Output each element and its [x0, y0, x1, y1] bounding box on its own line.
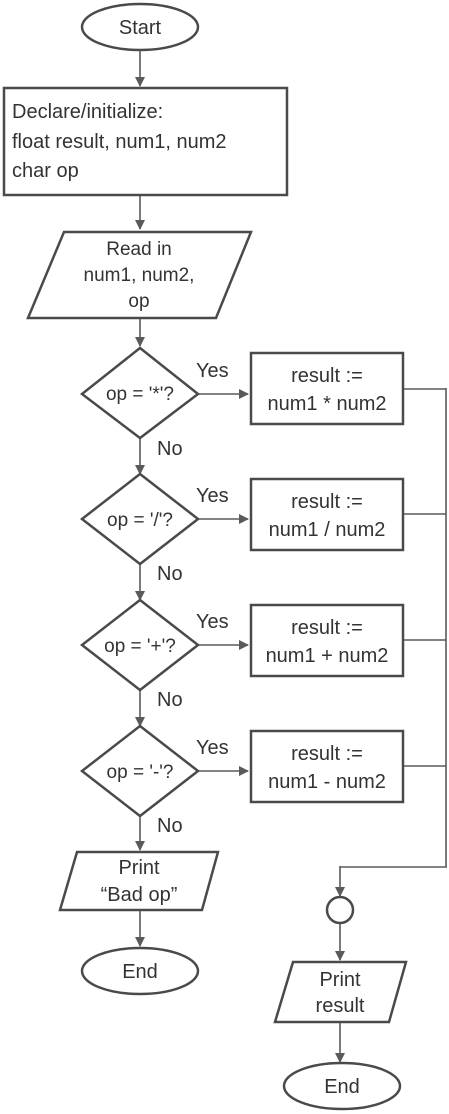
declare-process: Declare/initialize: float result, num1, … — [2, 86, 289, 197]
end-terminal-left: End — [80, 946, 200, 996]
action-1-line-2: num1 * num2 — [268, 393, 387, 415]
action-2: result := num1 / num2 — [249, 477, 405, 552]
start-label: Start — [119, 17, 162, 39]
action-2-line-2: num1 / num2 — [269, 519, 386, 541]
print-result-output: Print result — [273, 960, 408, 1024]
decision-4-yes-label: Yes — [196, 737, 229, 759]
print-bad-op-output: Print “Bad op” — [58, 850, 220, 912]
decision-1: op = '*'? — [79, 346, 201, 440]
decision-4-no-label: No — [157, 815, 183, 837]
action-4-line-1: result := — [291, 743, 363, 765]
print-bad-line-1: Print — [118, 857, 160, 879]
connectors — [135, 50, 447, 1063]
decision-3-yes-label: Yes — [196, 611, 229, 633]
action-2-line-1: result := — [291, 491, 363, 513]
read-line-1: Read in — [106, 239, 172, 260]
end-left-label: End — [122, 961, 158, 983]
print-bad-line-2: “Bad op” — [101, 884, 178, 906]
decision-2-yes-label: Yes — [196, 485, 229, 507]
decision-2-no-label: No — [157, 563, 183, 585]
action-1: result := num1 * num2 — [249, 351, 405, 426]
declare-line-1: Declare/initialize: — [12, 101, 163, 123]
decision-3: op = '+'? — [79, 598, 201, 692]
decision-3-question: op = '+'? — [104, 636, 176, 657]
action-3-line-2: num1 + num2 — [266, 645, 389, 667]
decision-2-question: op = '/'? — [107, 510, 173, 531]
end-right-label: End — [324, 1076, 360, 1098]
join-connector — [325, 895, 355, 925]
decision-1-question: op = '*'? — [106, 384, 174, 405]
decision-1-yes-label: Yes — [196, 360, 229, 382]
declare-line-3: char op — [12, 160, 79, 182]
decision-4: op = '-'? — [79, 724, 201, 818]
decision-1-no-label: No — [157, 438, 183, 460]
decision-3-no-label: No — [157, 689, 183, 711]
print-result-line-2: result — [316, 995, 365, 1017]
action-4-line-2: num1 - num2 — [268, 771, 386, 793]
read-line-3: op — [128, 291, 149, 312]
action-1-line-1: result := — [291, 365, 363, 387]
read-input: Read in num1, num2, op — [26, 230, 253, 320]
action-3: result := num1 + num2 — [249, 603, 405, 678]
read-line-2: num1, num2, — [84, 265, 195, 286]
action-3-line-1: result := — [291, 617, 363, 639]
print-result-line-1: Print — [319, 969, 361, 991]
decision-4-question: op = '-'? — [107, 762, 174, 783]
start-terminal: Start — [80, 2, 200, 52]
decision-2: op = '/'? — [79, 472, 201, 566]
end-terminal-right: End — [282, 1061, 402, 1111]
declare-line-2: float result, num1, num2 — [12, 131, 227, 153]
action-4: result := num1 - num2 — [249, 729, 405, 804]
